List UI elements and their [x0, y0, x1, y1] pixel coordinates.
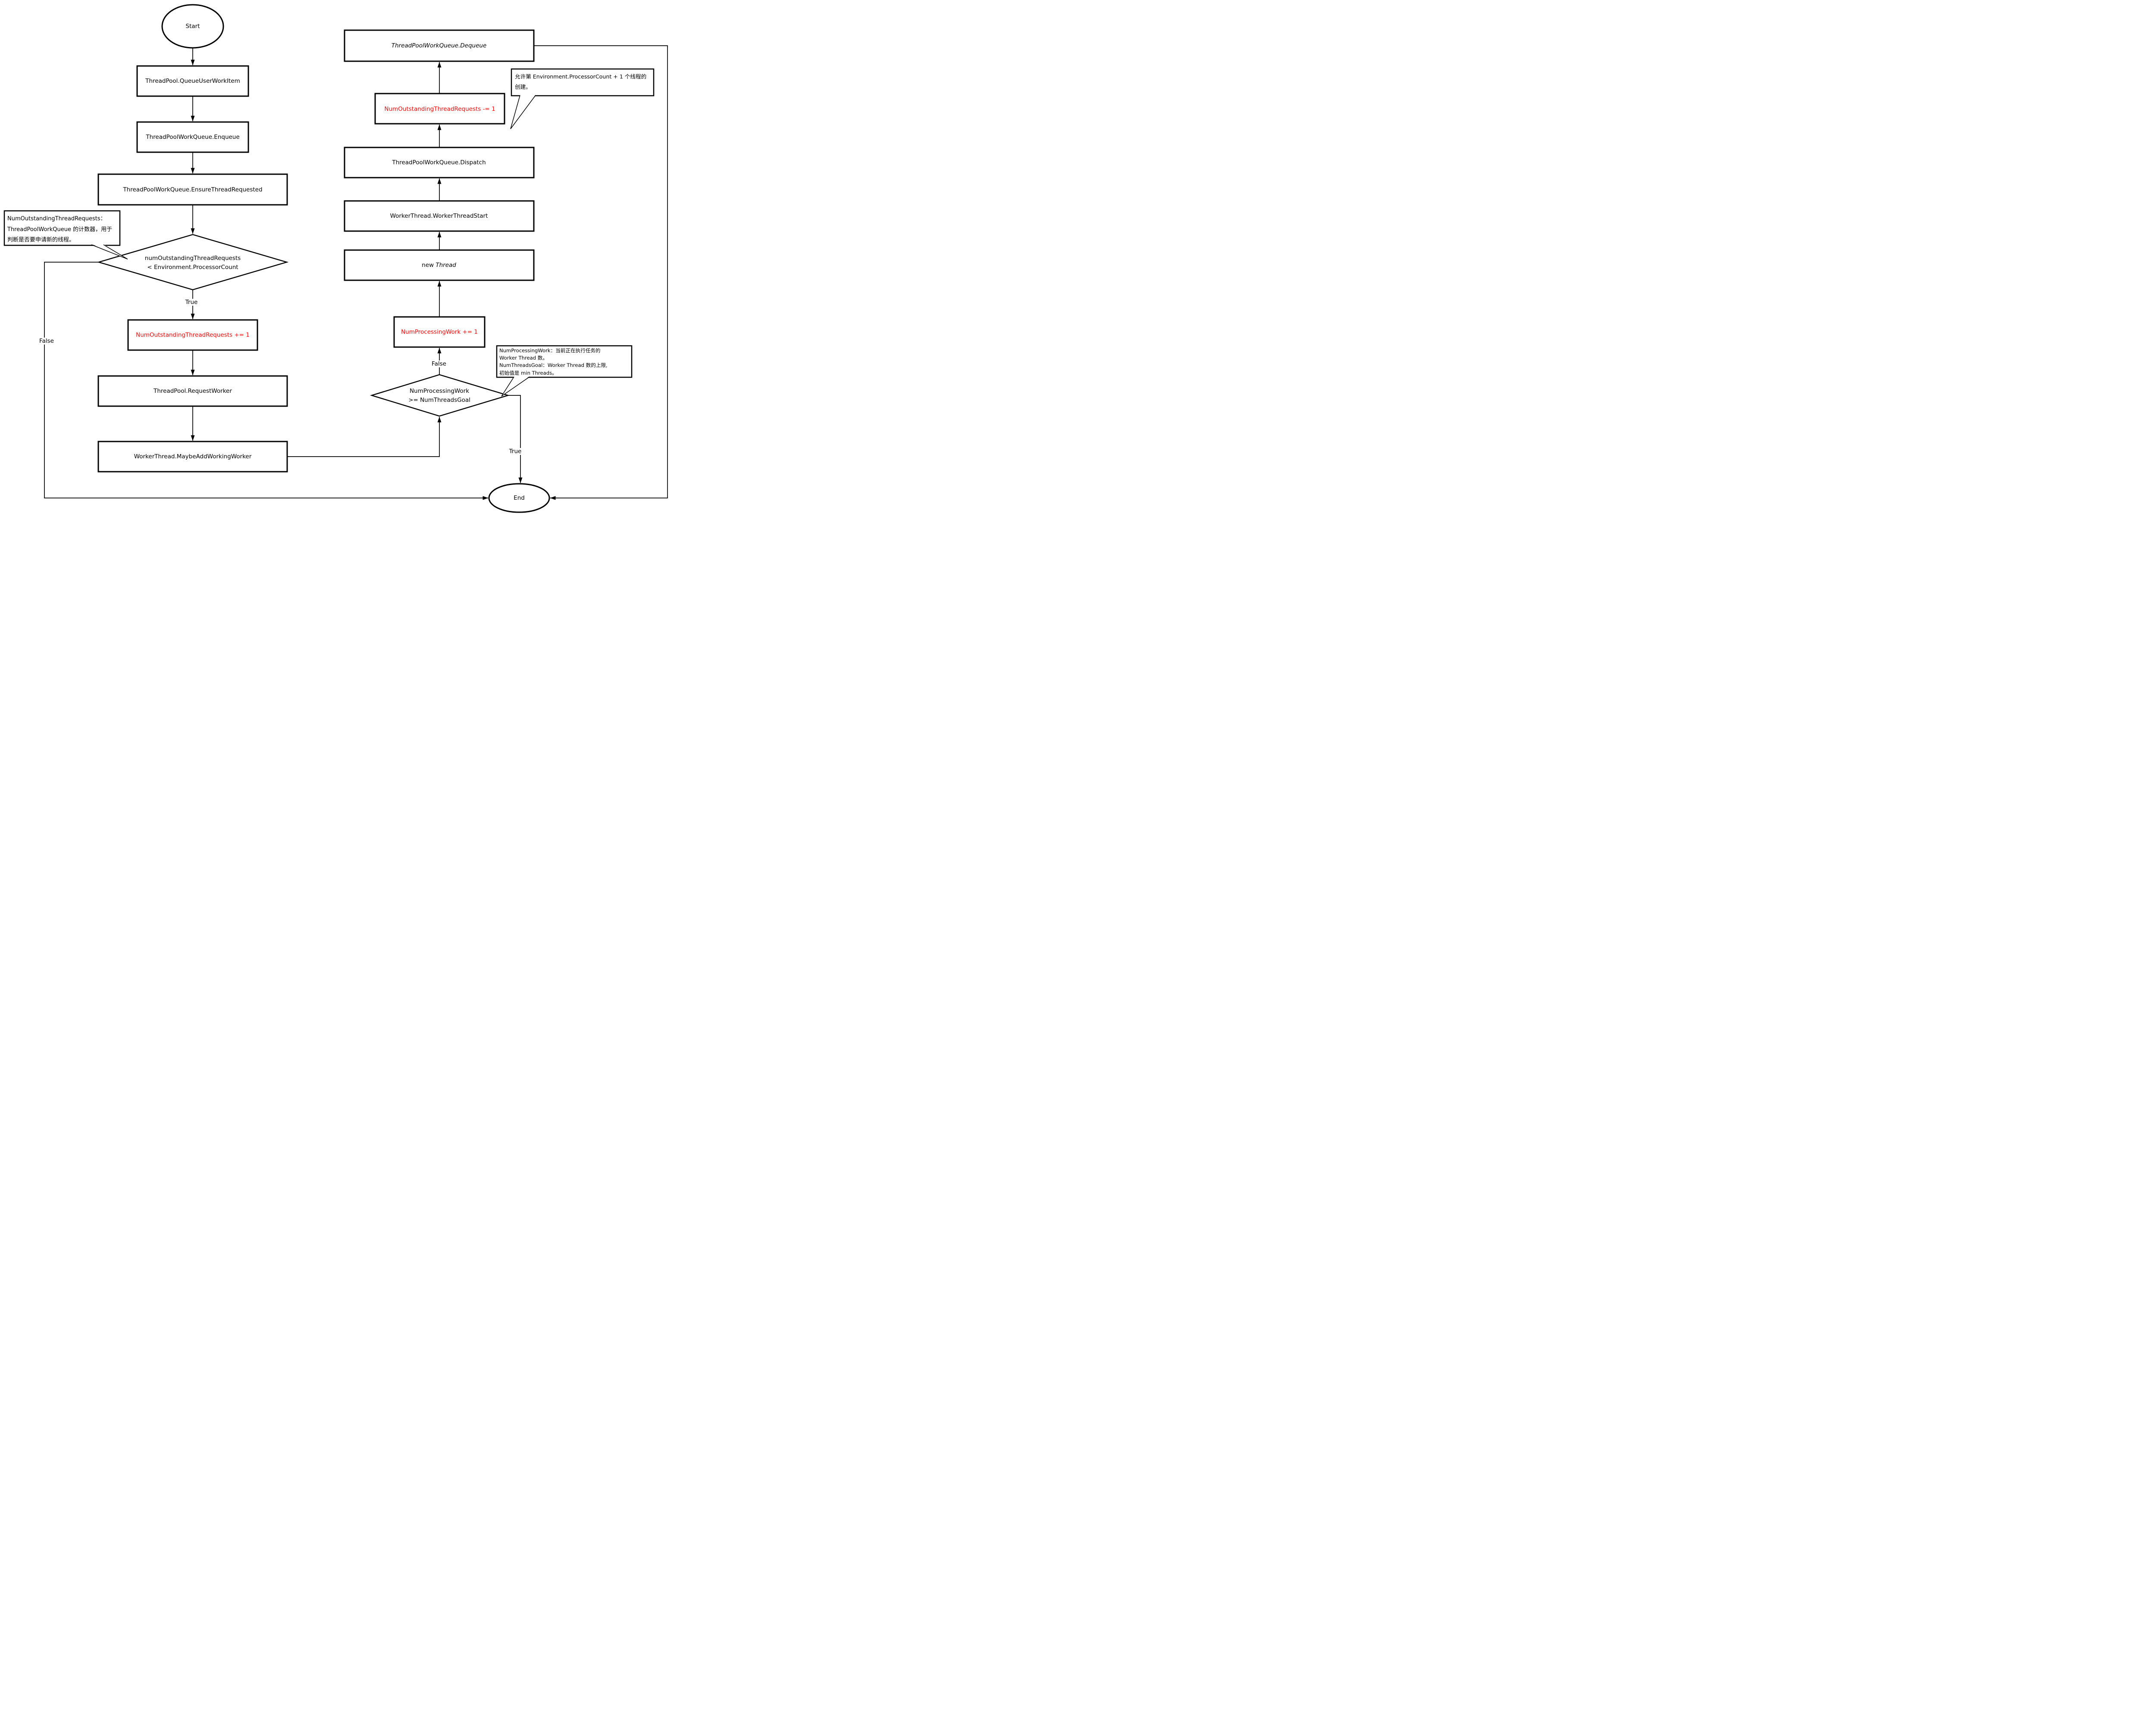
outstanding-note-text: NumOutstandingThreadRequests： ThreadPool… [7, 214, 112, 246]
increment-outstanding-box [127, 319, 258, 351]
processor-note-line1: 允许第 Environment.ProcessorCount + 1 个线程的 [515, 73, 647, 80]
edge-decision-false-to-end [44, 262, 489, 500]
outstanding-note-line1: NumOutstandingThreadRequests： [7, 216, 106, 222]
end-terminator [488, 483, 550, 513]
decrement-outstanding-label: NumOutstandingThreadRequests -= 1 [384, 106, 495, 113]
queueuserworkitem-label: ThreadPool.QueueUserWorkItem [145, 78, 240, 85]
processing-note-line1: NumProcessingWork：当前正在执行任务的 [499, 348, 601, 354]
processing-note-text: NumProcessingWork：当前正在执行任务的 Worker Threa… [499, 347, 608, 377]
flowchart-canvas: Start ThreadPool.QueueUserWorkItem Threa… [0, 0, 676, 518]
outstanding-decision-line1: numOutstandingThreadRequests [144, 255, 241, 262]
processing-decision-line2: >= NumThreadsGoal [408, 397, 470, 404]
ensurethreadrequested-box [97, 173, 288, 206]
requestworker-box [97, 375, 288, 407]
processing-note-line3: NumThreadsGoal：Worker Thread 数的上限, [499, 362, 608, 369]
newthread-label-prefix: new [422, 262, 436, 269]
maybeaddworkingworker-label: WorkerThread.MaybeAddWorkingWorker [134, 453, 252, 460]
callout-tails [91, 94, 536, 397]
edge-label-false-left: False [38, 338, 55, 344]
processing-decision-diamond [370, 374, 510, 417]
outstanding-decision-line2: < Environment.ProcessorCount [147, 264, 238, 271]
enqueue-box [136, 121, 249, 153]
end-label: End [514, 495, 525, 501]
enqueue-label: ThreadPoolWorkQueue.Enqueue [146, 134, 240, 141]
increment-processing-box [393, 316, 486, 348]
ensurethreadrequested-label: ThreadPoolWorkQueue.EnsureThreadRequeste… [123, 186, 263, 193]
queueuserworkitem-box [136, 65, 249, 97]
edge-label-true-right: True [508, 448, 523, 455]
edge-label-false-right: False [430, 360, 448, 367]
newthread-label-em: Thread [436, 262, 456, 269]
flowchart-graphics [3, 4, 668, 513]
outstanding-decision-diamond [97, 234, 289, 291]
processor-note-bubble [511, 68, 655, 97]
processing-note-line2: Worker Thread 数。 [499, 355, 548, 361]
decrement-outstanding-box [374, 93, 505, 125]
processing-decision-line1: NumProcessingWork [409, 388, 470, 395]
processor-note-line2: 创建。 [515, 84, 531, 90]
start-terminator [161, 4, 224, 49]
edge-dequeue-to-end [534, 45, 668, 500]
newthread-box [344, 249, 535, 281]
requestworker-label: ThreadPool.RequestWorker [154, 388, 232, 395]
processing-note-bubble [496, 345, 633, 378]
processing-note-line4: 初始值是 min Threads。 [499, 370, 557, 376]
outstanding-note-line2: ThreadPoolWorkQueue 的计数器，用于 [7, 226, 113, 233]
processor-note-text: 允许第 Environment.ProcessorCount + 1 个线程的 … [515, 72, 646, 92]
edge-decision2-true-to-end [508, 395, 523, 483]
processing-decision-label: NumProcessingWork >= NumThreadsGoal [408, 387, 470, 405]
maybeaddworkingworker-box [97, 441, 288, 473]
outstanding-note-line3: 判断是否要申请新的线程。 [7, 237, 75, 243]
workerthreadstart-box [344, 200, 535, 232]
dequeue-label: ThreadPoolWorkQueue.Dequeue [391, 42, 487, 49]
start-label: Start [185, 23, 200, 30]
outstanding-decision-label: numOutstandingThreadRequests < Environme… [145, 254, 241, 272]
increment-processing-label: NumProcessingWork += 1 [401, 329, 478, 335]
increment-outstanding-label: NumOutstandingThreadRequests += 1 [136, 332, 250, 338]
newthread-label: new Thread [422, 262, 456, 269]
workerthreadstart-label: WorkerThread.WorkerThreadStart [390, 213, 488, 219]
dispatch-label: ThreadPoolWorkQueue.Dispatch [392, 159, 486, 166]
dequeue-box [344, 29, 535, 62]
outstanding-note-bubble [3, 210, 121, 246]
dispatch-box [344, 147, 535, 179]
edge-label-true-left: True [184, 299, 199, 306]
edge-maybeadd-to-decision2 [287, 417, 442, 457]
